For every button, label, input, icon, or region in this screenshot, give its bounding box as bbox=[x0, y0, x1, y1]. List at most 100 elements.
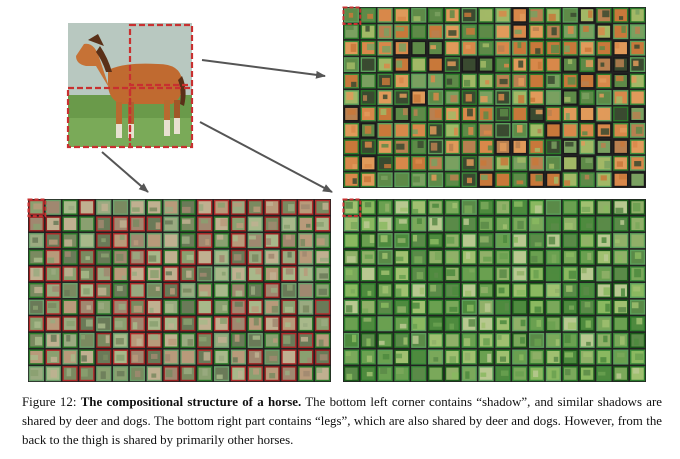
patch-cell bbox=[528, 316, 545, 332]
patch-cell bbox=[62, 366, 78, 382]
patch-cell bbox=[343, 155, 360, 171]
patch-cell bbox=[281, 249, 297, 265]
patch-cell bbox=[579, 106, 595, 122]
patch-cell bbox=[562, 332, 578, 348]
patch-cell bbox=[427, 122, 444, 138]
patch-cell bbox=[613, 106, 629, 122]
patch-cell bbox=[629, 73, 646, 89]
patch-cell bbox=[281, 299, 297, 315]
patch-cell bbox=[281, 266, 297, 282]
patch-cell bbox=[45, 349, 61, 365]
patch-cell bbox=[528, 349, 545, 365]
patch-cell bbox=[264, 233, 280, 249]
patch-cell bbox=[461, 199, 477, 215]
patch-cell bbox=[512, 155, 528, 171]
patch-cell bbox=[411, 172, 427, 188]
patch-cell bbox=[613, 233, 629, 249]
patch-cell bbox=[411, 266, 427, 282]
patch-cell bbox=[79, 299, 95, 315]
patch-cell bbox=[427, 282, 444, 299]
patch-cell bbox=[427, 40, 444, 56]
grid-top-right bbox=[342, 6, 646, 188]
patch-cell bbox=[427, 249, 444, 265]
patch-cell bbox=[562, 199, 578, 215]
patch-cell bbox=[197, 299, 213, 315]
patch-cell bbox=[343, 233, 360, 249]
patch-cell bbox=[579, 216, 595, 232]
patch-cell bbox=[112, 349, 129, 365]
patch-cell bbox=[180, 299, 196, 315]
patch-cell bbox=[146, 366, 162, 382]
patch-cell bbox=[79, 216, 95, 232]
patch-cell bbox=[394, 266, 410, 282]
patch-cell bbox=[411, 57, 427, 73]
patch-cell bbox=[444, 90, 461, 105]
patch-cell bbox=[545, 266, 562, 282]
patch-cell bbox=[79, 332, 95, 348]
patch-cell bbox=[528, 40, 545, 56]
patch-cell bbox=[495, 172, 511, 188]
patch-cell bbox=[427, 332, 444, 348]
patch-cell bbox=[579, 24, 595, 40]
patch-cell bbox=[213, 266, 230, 282]
patch-cell bbox=[596, 155, 612, 171]
patch-cell bbox=[343, 172, 360, 188]
patch-cell bbox=[264, 316, 280, 332]
patch-cell bbox=[180, 282, 196, 299]
patch-cell bbox=[377, 366, 393, 382]
patch-cell bbox=[478, 155, 494, 171]
patch-cell bbox=[528, 233, 545, 249]
patch-cell bbox=[495, 332, 511, 348]
patch-cell bbox=[180, 199, 196, 215]
patch-cell bbox=[444, 57, 461, 73]
patch-cell bbox=[478, 73, 494, 89]
patch-cell bbox=[596, 172, 612, 188]
grid-frame bbox=[343, 199, 646, 382]
patch-cell bbox=[411, 299, 427, 315]
patch-cell bbox=[180, 349, 196, 365]
patch-cell bbox=[79, 366, 95, 382]
patch-cell bbox=[512, 266, 528, 282]
patch-cell bbox=[28, 249, 45, 265]
patch-cell bbox=[613, 24, 629, 40]
patch-cell bbox=[629, 155, 646, 171]
patch-cell bbox=[377, 332, 393, 348]
patch-cell bbox=[629, 332, 646, 348]
patch-cell bbox=[596, 249, 612, 265]
patch-cell bbox=[629, 349, 646, 365]
patch-cell bbox=[629, 316, 646, 332]
patch-cell bbox=[596, 316, 612, 332]
patch-cell bbox=[596, 122, 612, 138]
patch-cell bbox=[512, 122, 528, 138]
patch-cell bbox=[247, 266, 263, 282]
patch-cell bbox=[596, 233, 612, 249]
patch-cell bbox=[394, 233, 410, 249]
patch-cell bbox=[394, 73, 410, 89]
arrow-to-top-right bbox=[201, 59, 326, 79]
patch-cell bbox=[478, 332, 494, 348]
patch-cell bbox=[478, 57, 494, 73]
patch-cell bbox=[528, 249, 545, 265]
patch-cell bbox=[495, 57, 511, 73]
patch-cell bbox=[377, 249, 393, 265]
patch-cell bbox=[213, 316, 230, 332]
patch-cell bbox=[314, 199, 331, 215]
patch-cell bbox=[411, 316, 427, 332]
patch-cell bbox=[461, 73, 477, 89]
patch-cell bbox=[528, 172, 545, 188]
patch-cell bbox=[230, 216, 247, 232]
patch-cell bbox=[512, 40, 528, 56]
patch-cell bbox=[377, 216, 393, 232]
patch-cell bbox=[146, 216, 162, 232]
patch-cell bbox=[28, 266, 45, 282]
patch-cell bbox=[579, 172, 595, 188]
patch-cell bbox=[461, 122, 477, 138]
patch-cell bbox=[579, 266, 595, 282]
patch-cell bbox=[629, 233, 646, 249]
patch-cell bbox=[613, 40, 629, 56]
query-patch-marker bbox=[342, 6, 362, 25]
patch-cell bbox=[129, 332, 146, 348]
patch-cell bbox=[461, 24, 477, 40]
patch-cell bbox=[545, 24, 562, 40]
patch-cell bbox=[62, 216, 78, 232]
